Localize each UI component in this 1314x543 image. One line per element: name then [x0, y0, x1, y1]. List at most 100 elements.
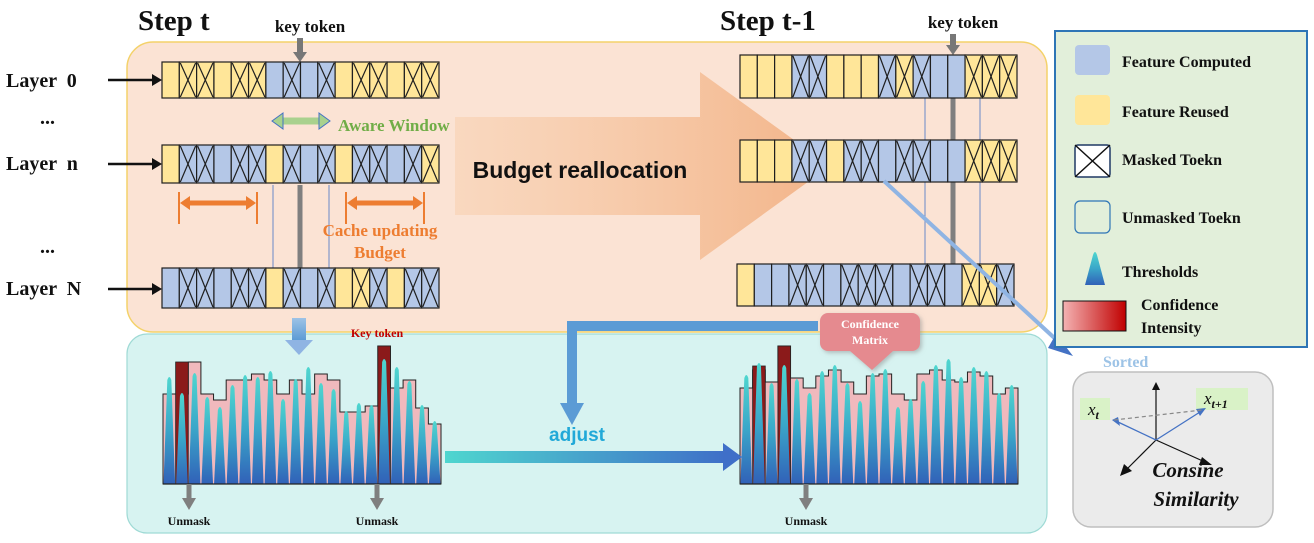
confidence-matrix-callout: [820, 313, 920, 370]
masked-token: [317, 144, 336, 184]
threshold-spike: [365, 405, 378, 484]
threshold-spike: [841, 383, 854, 484]
masked-token: [369, 267, 388, 309]
threshold-spike: [289, 379, 302, 484]
token-row-2: [161, 267, 440, 309]
unmasked-token: [774, 139, 793, 183]
unmasked-token: [877, 139, 897, 183]
threshold-spike: [340, 411, 353, 484]
masked-token: [282, 61, 302, 99]
masked-token: [961, 263, 980, 307]
threshold-spike: [176, 393, 188, 484]
masked-token: [895, 139, 914, 183]
masked-token: [791, 54, 810, 99]
threshold-spike: [955, 377, 967, 484]
token-row-3: [739, 54, 1018, 99]
panel-down-arrow: [285, 318, 313, 355]
unmasked-token: [739, 139, 758, 183]
unmasked-token: [753, 263, 773, 307]
unmask-label-2: Unmask: [356, 514, 399, 528]
token-row-4: [739, 139, 1018, 183]
unmasked-token: [386, 61, 405, 99]
unmasked-token: [386, 267, 405, 309]
unmasked-token: [825, 139, 845, 183]
layer-ellipsis-1: ...: [40, 107, 55, 129]
threshold-spike: [214, 407, 226, 484]
unmasked-token: [860, 54, 880, 99]
legend-masked-icon: [1074, 144, 1111, 178]
cosine-title-2: Similarity: [1153, 487, 1239, 511]
threshold-spike: [277, 399, 289, 484]
unmasked-token: [774, 54, 793, 99]
masked-token: [247, 144, 267, 184]
masked-token: [912, 139, 932, 183]
threshold-spike: [930, 365, 942, 484]
masked-token: [788, 263, 807, 307]
unmasked-token: [299, 61, 319, 99]
masked-token: [351, 144, 371, 184]
threshold-spike: [416, 405, 428, 484]
legend-computed-label: Feature Computed: [1122, 54, 1251, 71]
unmasked-token: [334, 61, 354, 99]
threshold-spike: [315, 383, 327, 484]
layer-ellipsis-2: ...: [40, 236, 55, 258]
unmasked-token: [161, 61, 180, 99]
masked-token: [369, 144, 388, 184]
unmasked-token: [929, 139, 949, 183]
masked-token: [178, 144, 198, 184]
threshold-spike: [264, 371, 277, 484]
unmasked-token: [386, 144, 405, 184]
threshold-spike: [201, 397, 214, 484]
legend-unmasked-label: Unmasked Toekn: [1122, 210, 1241, 227]
confidence-matrix-label-1: Confidence: [841, 317, 900, 331]
threshold-spike: [980, 371, 993, 484]
legend-confidence-swatch: [1062, 300, 1127, 332]
unmasked-token: [213, 144, 232, 184]
legend-confidence-label-1: Confidence: [1141, 297, 1218, 314]
threshold-spike: [403, 381, 416, 484]
unmasked-token: [265, 61, 284, 99]
layer-arrows: [108, 74, 162, 295]
masked-token: [964, 54, 983, 99]
threshold-spike: [892, 407, 904, 484]
bottom-key-token-label: Key token: [351, 326, 404, 340]
layer-label-0: Layer 0: [6, 70, 77, 92]
masked-token: [999, 139, 1018, 183]
legend-confidence-label-2: Intensity: [1141, 320, 1201, 337]
masked-token: [282, 267, 302, 309]
confidence-matrix-label-2: Matrix: [852, 333, 888, 347]
masked-token: [230, 267, 250, 309]
masked-token: [857, 263, 877, 307]
threshold-spike: [740, 375, 753, 484]
legend-threshold-label: Thresholds: [1122, 264, 1198, 281]
masked-token: [369, 61, 388, 99]
masked-token: [843, 139, 862, 183]
cosine-title-1: Consine: [1152, 458, 1223, 482]
masked-token: [791, 139, 810, 183]
masked-token: [912, 54, 932, 99]
threshold-spike: [993, 393, 1005, 484]
legend-threshold-icon: [1085, 252, 1105, 285]
legend-reused-swatch: [1075, 95, 1110, 125]
masked-token: [196, 267, 215, 309]
threshold-spike: [302, 367, 315, 484]
budget-reallocation-arrow: [455, 72, 830, 260]
threshold-spike: [378, 359, 390, 484]
threshold-spike: [791, 379, 803, 484]
unmasked-token: [947, 54, 966, 99]
unmask-label-1: Unmask: [168, 514, 211, 528]
unmasked-token: [213, 61, 232, 99]
masked-token: [403, 144, 423, 184]
unmasked-token: [161, 144, 180, 184]
threshold-spike: [428, 421, 441, 484]
x-t-tag: [1080, 398, 1110, 420]
threshold-spike: [917, 381, 930, 484]
unmasked-token: [756, 54, 776, 99]
unmasked-token: [265, 144, 284, 184]
legend-unmasked-icon: [1074, 200, 1111, 234]
unmasked-token: [825, 54, 845, 99]
masked-token: [317, 267, 336, 309]
masked-token: [964, 139, 983, 183]
threshold-spike: [390, 367, 403, 484]
